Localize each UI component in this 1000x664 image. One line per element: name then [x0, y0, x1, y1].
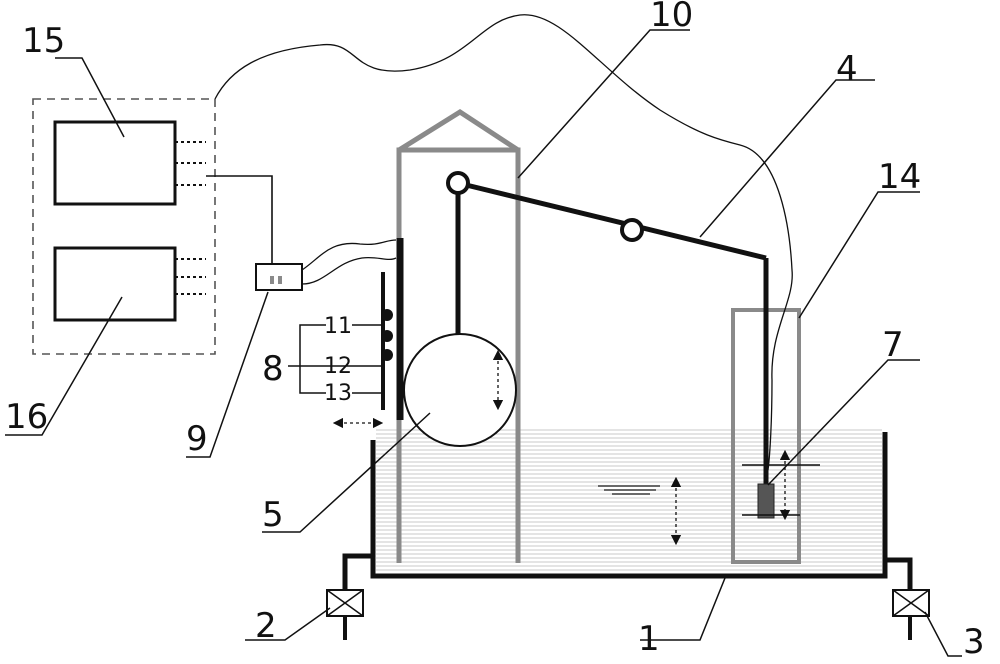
leader-lines — [5, 29, 962, 657]
leader-2 — [245, 607, 331, 641]
label-4: 4 — [836, 49, 858, 89]
float-ball — [403, 333, 517, 447]
outlet-valve — [892, 589, 930, 640]
label-16: 16 — [5, 397, 48, 437]
leader-5 — [262, 412, 431, 533]
leader-1 — [640, 577, 726, 641]
bracket-8 — [288, 324, 382, 394]
water-level-mark — [598, 485, 660, 495]
weight-block — [757, 483, 775, 519]
leader-16 — [5, 296, 123, 436]
cable-converter-plate-1 — [301, 239, 397, 271]
fulcrum-joint — [620, 218, 644, 242]
label-2: 2 — [255, 606, 277, 646]
label-8: 8 — [262, 349, 284, 389]
controller-unit — [53, 120, 177, 206]
pivot-joint — [446, 171, 470, 195]
label-14: 14 — [878, 157, 921, 197]
control-cabinet — [32, 98, 216, 355]
signal-converter — [255, 263, 303, 291]
label-3: 3 — [963, 622, 985, 662]
label-1: 1 — [638, 619, 660, 659]
label-13: 13 — [324, 381, 352, 406]
outlet-pipe — [885, 557, 913, 590]
leader-14 — [798, 191, 920, 319]
controller-ports — [175, 141, 206, 295]
lever-arm — [457, 180, 767, 261]
signal-cable — [214, 14, 793, 471]
leader-7 — [767, 359, 920, 486]
label-15: 15 — [22, 21, 65, 61]
sensor-bumps — [381, 309, 393, 361]
label-11: 11 — [324, 314, 352, 339]
tank — [370, 432, 888, 579]
label-12: 12 — [324, 354, 352, 379]
cable-controller-converter — [206, 175, 273, 264]
label-5: 5 — [262, 495, 284, 535]
leader-10 — [517, 29, 690, 179]
leader-4 — [699, 79, 875, 238]
cable-converter-plate-2 — [301, 256, 397, 285]
label-9: 9 — [186, 419, 208, 459]
leader-9 — [186, 291, 269, 458]
label-10: 10 — [650, 0, 693, 35]
water-body — [376, 429, 882, 571]
inlet-pipe — [342, 553, 373, 590]
leader-15 — [55, 57, 125, 138]
inlet-valve — [326, 589, 364, 640]
leader-3 — [924, 611, 962, 657]
label-7: 7 — [882, 325, 904, 365]
converter-pin-b — [278, 276, 282, 284]
converter-pin-a — [270, 276, 274, 284]
